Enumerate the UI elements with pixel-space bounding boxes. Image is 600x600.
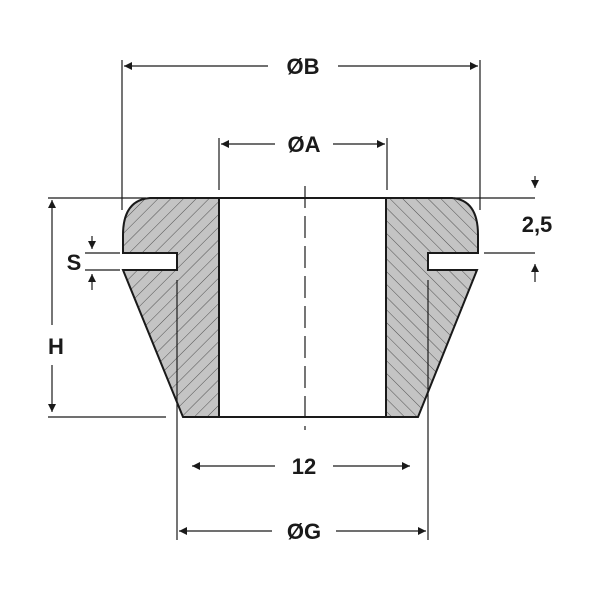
dim-label-slot-width: S (67, 250, 82, 275)
dim-label-groove-diameter: ØG (287, 519, 321, 544)
left-section (121, 197, 220, 418)
dim-label-panel-hole: 12 (292, 454, 316, 479)
dim-label-outer-diameter: ØB (287, 54, 320, 79)
dim-label-flange-thickness: 2,5 (522, 212, 553, 237)
dim-label-bore-diameter: ØA (288, 132, 321, 157)
right-section (385, 197, 479, 418)
dim-label-height: H (48, 334, 64, 359)
